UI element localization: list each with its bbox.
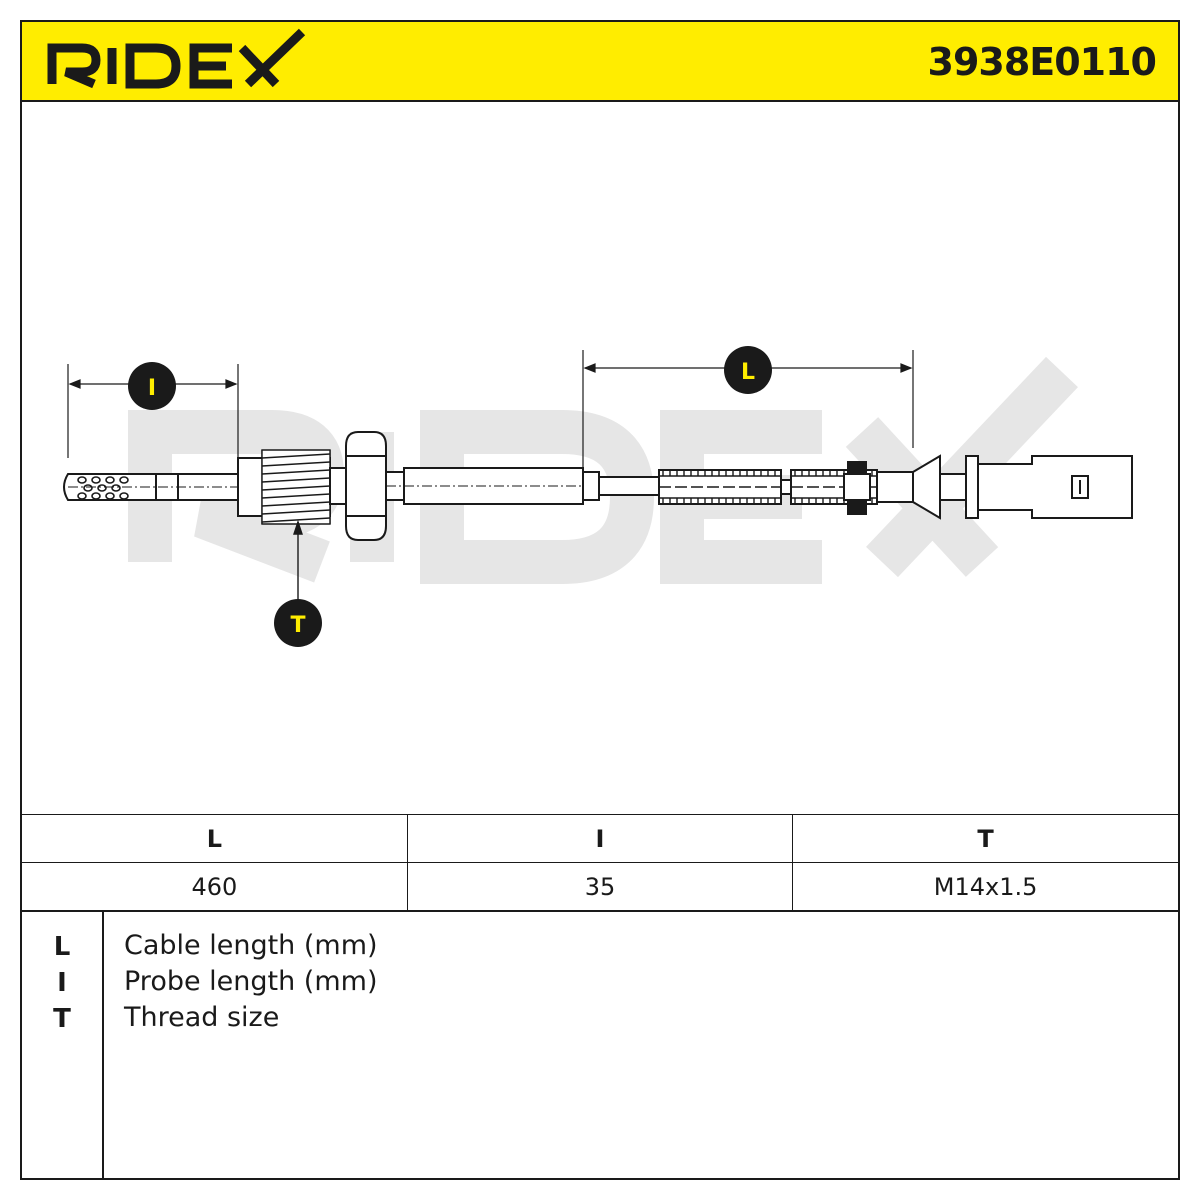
callout-i: I — [128, 362, 176, 410]
legend-text-t: Thread size — [124, 1002, 280, 1033]
spec-value-t: M14x1.5 — [792, 862, 1178, 912]
legend-text-l: Cable length (mm) — [124, 930, 378, 961]
legend-key-t: T — [53, 1004, 71, 1034]
legend-key-i: I — [57, 968, 67, 998]
svg-text:L: L — [741, 360, 755, 385]
svg-text:I: I — [148, 376, 156, 401]
spec-value-i: 35 — [406, 862, 794, 912]
drawing-frame: 3938E0110 I — [20, 20, 1180, 1180]
ridex-logo — [47, 28, 306, 89]
legend-key-column — [22, 912, 104, 1178]
header-bar: 3938E0110 — [22, 22, 1178, 102]
callout-l: L — [724, 346, 772, 394]
legend-text-i: Probe length (mm) — [124, 966, 378, 997]
part-number: 3938E0110 — [927, 40, 1157, 84]
sensor-drawing: I L — [63, 346, 1133, 647]
callout-t: T — [274, 599, 322, 647]
spec-header-l: L — [22, 814, 408, 863]
dimension-i — [67, 364, 239, 458]
spec-header-i: I — [406, 814, 794, 863]
spec-value-row: 460 35 M14x1.5 — [22, 862, 1178, 912]
spec-table: L I T 460 35 M14x1.5 — [22, 814, 1178, 912]
legend-key-l: L — [53, 932, 71, 962]
spec-header-row: L I T — [22, 814, 1178, 863]
spec-header-t: T — [792, 814, 1178, 863]
spec-value-l: 460 — [22, 862, 408, 912]
sensor-body — [63, 431, 1133, 541]
svg-text:T: T — [290, 613, 305, 638]
thread-pointer — [293, 519, 303, 600]
legend: L Cable length (mm) I Probe length (mm) … — [22, 912, 1178, 1178]
